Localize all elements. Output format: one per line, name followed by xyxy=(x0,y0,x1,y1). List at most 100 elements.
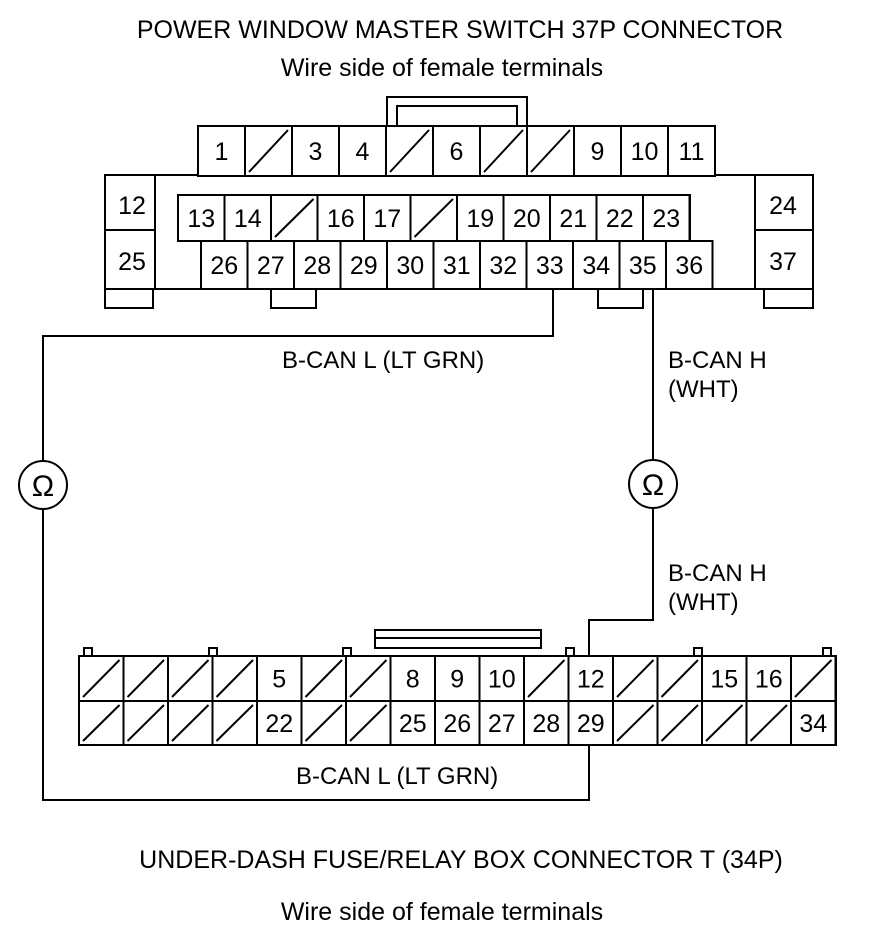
top-pin-label: 4 xyxy=(356,138,370,166)
top-pin-32: 32 xyxy=(479,240,528,290)
top-pin-label: 27 xyxy=(257,252,285,280)
top-pin-6: 6 xyxy=(432,125,481,177)
bottom-unused-cell xyxy=(656,700,703,746)
top-pin-34: 34 xyxy=(572,240,621,290)
top-pin-4: 4 xyxy=(338,125,387,177)
top-pin-37: 37 xyxy=(769,248,797,276)
top-pin-23: 23 xyxy=(642,194,691,242)
top-pin-26: 26 xyxy=(200,240,249,290)
top-pin-label: 6 xyxy=(450,138,464,166)
bottom-pin-26: 26 xyxy=(434,700,481,746)
top-pin-28: 28 xyxy=(293,240,342,290)
bottom-pin-5: 5 xyxy=(256,655,303,702)
top-pin-label: 28 xyxy=(303,252,331,280)
bottom-pin-15: 15 xyxy=(701,655,748,702)
bottom-pin-28: 28 xyxy=(523,700,570,746)
top-pin-label: 21 xyxy=(559,205,587,233)
bottom-pin-22: 22 xyxy=(256,700,303,746)
top-connector-subtitle: Wire side of female terminals xyxy=(281,54,603,82)
bottom-pin-label: 5 xyxy=(272,666,286,694)
bottom-pin-label: 12 xyxy=(577,666,605,694)
top-unused-cell xyxy=(479,125,528,177)
ohm-icon xyxy=(628,459,678,509)
top-connector-row-3: 26 27 28 29 30 31 32 33 34 35 36 xyxy=(200,240,714,290)
top-pin-label: 30 xyxy=(396,252,424,280)
can-h-label-bottom-1: B-CAN H xyxy=(668,560,767,587)
top-pin-33: 33 xyxy=(525,240,574,290)
bottom-unused-cell xyxy=(345,655,392,702)
top-pin-13: 13 xyxy=(177,194,226,242)
right-ohmmeter: Ω xyxy=(628,459,678,509)
top-pin-16: 16 xyxy=(316,194,365,242)
top-pin-label: 29 xyxy=(350,252,378,280)
top-pin-10: 10 xyxy=(620,125,669,177)
top-pin-1: 1 xyxy=(197,125,246,177)
top-pin-label: 19 xyxy=(466,205,494,233)
bottom-pin-9: 9 xyxy=(434,655,481,702)
bottom-pin-label: 15 xyxy=(710,666,738,694)
top-pin-3: 3 xyxy=(291,125,340,177)
bottom-pin-label: 16 xyxy=(755,666,783,694)
top-pin-27: 27 xyxy=(246,240,295,290)
can-h-wire-bottom xyxy=(588,508,654,656)
top-pin-label: 31 xyxy=(443,252,471,280)
bottom-pin-27: 27 xyxy=(478,700,525,746)
top-pin-36: 36 xyxy=(665,240,714,290)
top-pin-label: 13 xyxy=(187,205,215,233)
top-pin-label: 22 xyxy=(606,205,634,233)
can-l-label-top: B-CAN L (LT GRN) xyxy=(282,347,484,374)
bottom-unused-cell xyxy=(167,655,214,702)
bottom-unused-cell xyxy=(612,700,659,746)
top-pin-29: 29 xyxy=(339,240,388,290)
can-l-label-bottom: B-CAN L (LT GRN) xyxy=(296,763,498,790)
bottom-pin-label: 27 xyxy=(488,710,516,738)
top-pin-label: 20 xyxy=(513,205,541,233)
top-pin-label: 35 xyxy=(629,252,657,280)
top-pin-31: 31 xyxy=(432,240,481,290)
top-unused-cell xyxy=(385,125,434,177)
bottom-pin-10: 10 xyxy=(478,655,525,702)
bottom-pin-29: 29 xyxy=(567,700,614,746)
bottom-pin-label: 26 xyxy=(443,710,471,738)
bottom-unused-cell xyxy=(78,655,125,702)
bottom-unused-cell xyxy=(122,700,169,746)
bottom-pin-34: 34 xyxy=(790,700,837,746)
bottom-connector-subtitle: Wire side of female terminals xyxy=(281,898,603,926)
top-pin-label: 14 xyxy=(234,205,262,233)
bottom-pin-label: 28 xyxy=(532,710,560,738)
bottom-unused-cell xyxy=(790,655,837,702)
bottom-pin-8: 8 xyxy=(389,655,436,702)
can-h-label-top-2: (WHT) xyxy=(668,376,739,403)
left-ohmmeter: Ω xyxy=(18,460,68,510)
top-pin-label: 3 xyxy=(309,138,323,166)
bottom-unused-cell xyxy=(656,655,703,702)
top-unused-cell xyxy=(270,194,319,242)
top-pin-label: 23 xyxy=(652,205,680,233)
top-unused-cell xyxy=(244,125,293,177)
top-pin-11: 11 xyxy=(667,125,716,177)
top-pin-24: 24 xyxy=(769,192,797,220)
top-pin-20: 20 xyxy=(502,194,551,242)
top-pin-label: 33 xyxy=(536,252,564,280)
bottom-unused-cell xyxy=(78,700,125,746)
bottom-unused-cell xyxy=(211,700,258,746)
bottom-pin-label: 8 xyxy=(406,666,420,694)
top-unused-cell xyxy=(409,194,458,242)
top-pin-label: 36 xyxy=(675,252,703,280)
bottom-unused-cell xyxy=(122,655,169,702)
top-pin-17: 17 xyxy=(363,194,412,242)
top-pin-14: 14 xyxy=(223,194,272,242)
bottom-unused-cell xyxy=(345,700,392,746)
bottom-unused-cell xyxy=(612,655,659,702)
can-l-wire-top xyxy=(42,289,554,461)
bottom-unused-cell xyxy=(523,655,570,702)
top-pin-label: 11 xyxy=(679,138,705,166)
top-pin-label: 9 xyxy=(591,138,605,166)
top-pin-21: 21 xyxy=(549,194,598,242)
top-connector-title: POWER WINDOW MASTER SWITCH 37P CONNECTOR xyxy=(137,16,783,44)
top-unused-cell xyxy=(526,125,575,177)
top-pin-label: 26 xyxy=(210,252,238,280)
top-pin-19: 19 xyxy=(456,194,505,242)
